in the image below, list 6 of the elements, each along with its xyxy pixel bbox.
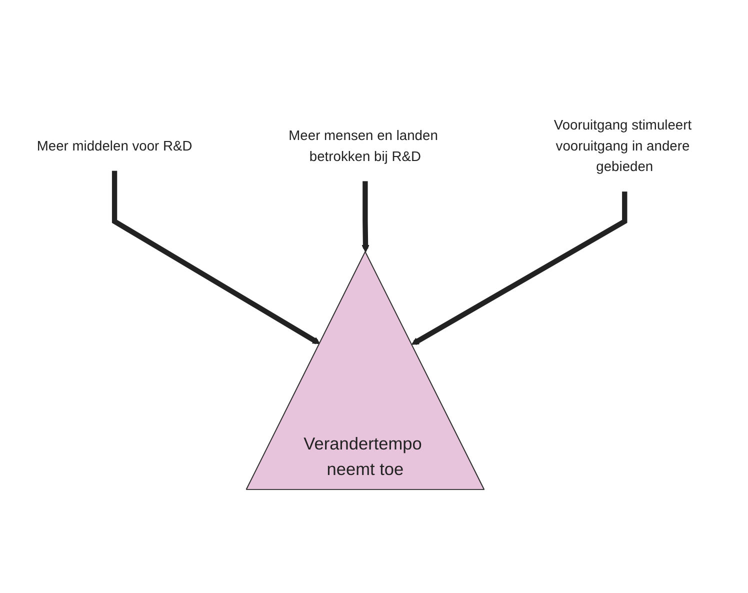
arrow bbox=[362, 181, 370, 253]
node-text: Meer middelen voor R&D bbox=[36, 140, 192, 154]
arrow bbox=[411, 191, 628, 346]
arrow bbox=[112, 170, 320, 344]
node-text: Vooruitgang stimuleert vooruitgang in andere gebieden bbox=[554, 118, 692, 175]
node-text: Meer mensen en landen betrokken bij R&D bbox=[288, 129, 438, 165]
